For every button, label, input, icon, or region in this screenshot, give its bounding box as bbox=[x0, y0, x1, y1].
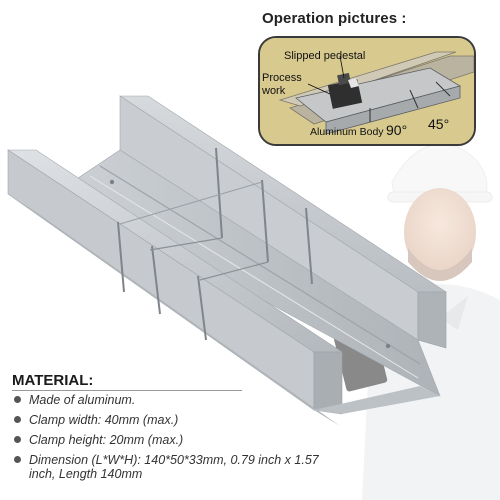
spec-item: Dimension (L*W*H): 140*50*33mm, 0.79 inc… bbox=[14, 453, 344, 481]
miter-box bbox=[7, 95, 448, 426]
material-divider bbox=[12, 390, 242, 391]
process-work-label: Process work bbox=[262, 72, 302, 97]
spec-text: Made of aluminum. bbox=[29, 393, 136, 407]
spec-text: Clamp height: 20mm (max.) bbox=[29, 433, 184, 447]
aluminum-body-label: Aluminum Body bbox=[310, 126, 384, 138]
bullet-icon bbox=[14, 456, 21, 463]
material-spec-list: Made of aluminum. Clamp width: 40mm (max… bbox=[14, 393, 344, 487]
angle-45-label: 45° bbox=[428, 116, 450, 132]
spec-text: Clamp width: 40mm (max.) bbox=[29, 413, 179, 427]
spec-text: Dimension (L*W*H): 140*50*33mm, 0.79 inc… bbox=[29, 453, 319, 481]
spec-item: Clamp height: 20mm (max.) bbox=[14, 433, 344, 447]
angle-90-label: 90° bbox=[386, 122, 408, 138]
bullet-icon bbox=[14, 436, 21, 443]
spec-item: Clamp width: 40mm (max.) bbox=[14, 413, 344, 427]
spec-item: Made of aluminum. bbox=[14, 393, 344, 407]
slipped-pedestal-label: Slipped pedestal bbox=[284, 50, 366, 62]
bullet-icon bbox=[14, 416, 21, 423]
operation-illustration bbox=[260, 38, 474, 144]
bullet-icon bbox=[14, 396, 21, 403]
material-heading: MATERIAL: bbox=[12, 372, 94, 389]
operation-picture-inset: Slipped pedestal Process work Aluminum B… bbox=[258, 36, 476, 146]
operation-pictures-title: Operation pictures : bbox=[262, 10, 407, 27]
